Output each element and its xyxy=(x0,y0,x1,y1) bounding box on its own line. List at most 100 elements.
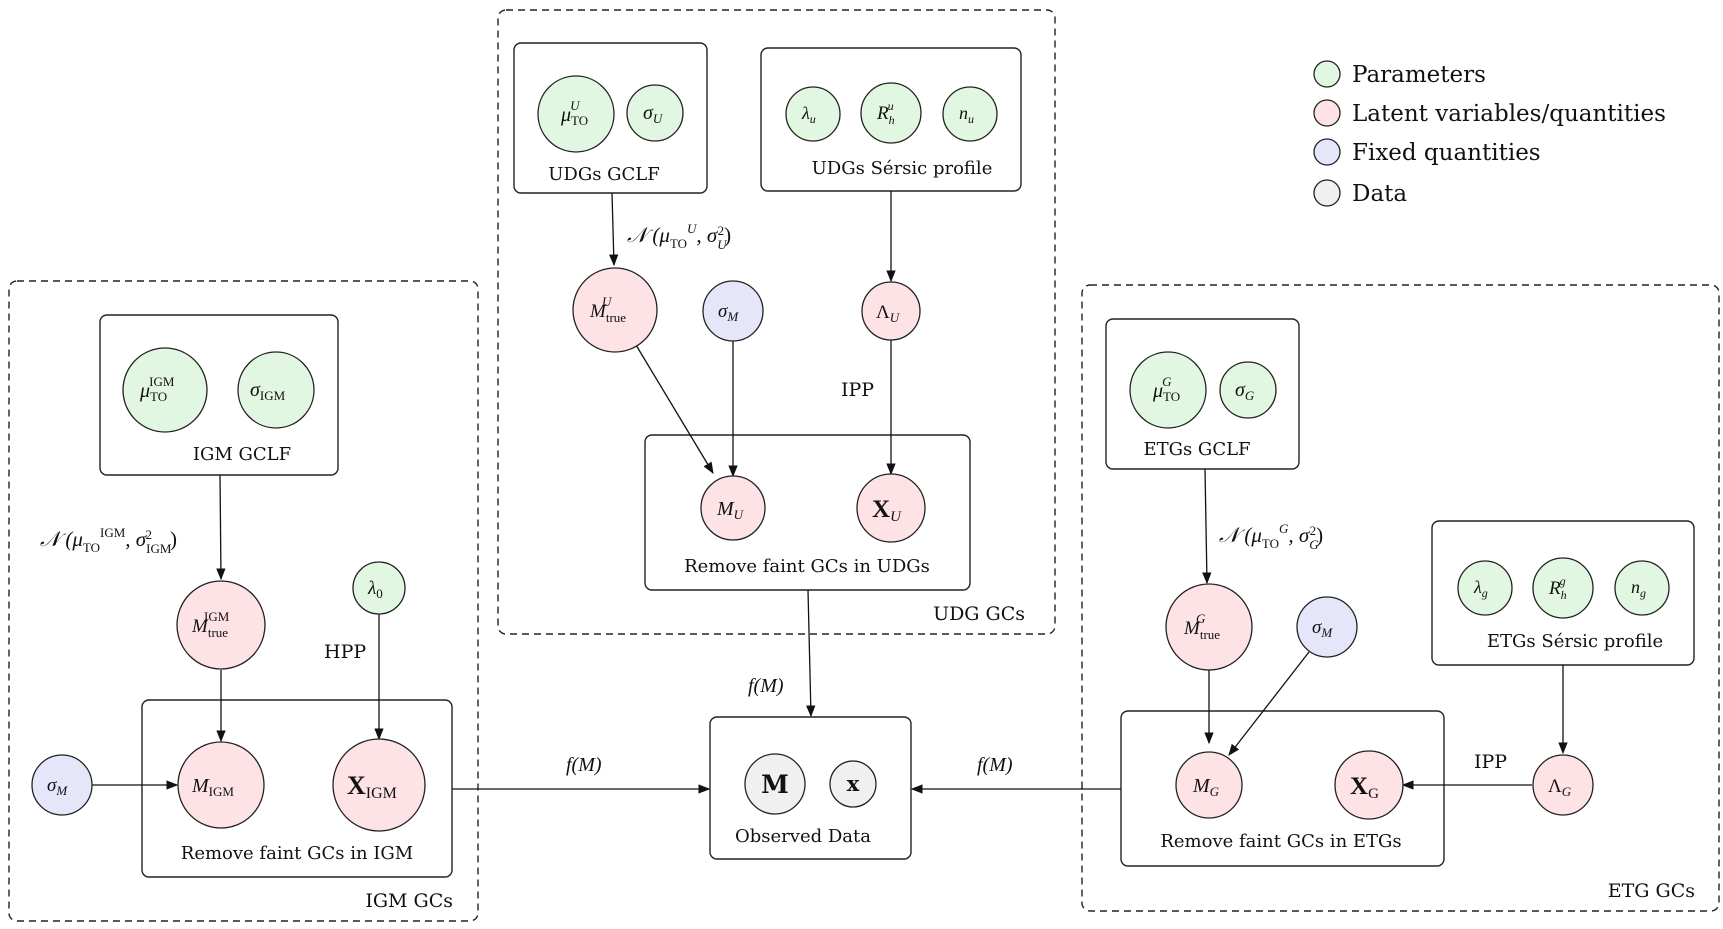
svg-text:ΛG: ΛG xyxy=(1548,776,1572,799)
legend-fixed-swatch xyxy=(1313,138,1341,166)
node-sigma-m-etg: σM xyxy=(1296,596,1358,658)
node-cap-lambda-g: ΛG xyxy=(1532,754,1594,816)
udgs-gclf-label: UDGs GCLF xyxy=(548,164,660,185)
node-mu-to-igm: μTOIGM xyxy=(122,347,208,433)
igm-group-label: IGM GCs xyxy=(365,890,453,912)
node-sigma-m-udg: σM xyxy=(702,280,764,342)
node-x-igm: XIGM xyxy=(332,738,426,832)
svg-text:nu: nu xyxy=(959,103,974,126)
node-x-g: XG xyxy=(1334,750,1404,820)
svg-text:MG: MG xyxy=(1192,775,1220,799)
edge-igm-gclf-to-mtrue xyxy=(216,474,226,581)
edge-label-ipp-udg: IPP xyxy=(841,379,874,401)
legend-latent-swatch xyxy=(1313,99,1341,127)
node-mu-to-u: μTOU xyxy=(537,75,615,153)
edge-label-hpp: HPP xyxy=(324,641,366,663)
legend-parameters-label: Parameters xyxy=(1352,62,1486,88)
node-m-u: MU xyxy=(700,475,766,541)
svg-text:ng: ng xyxy=(1631,577,1646,600)
udg-group-label: UDG GCs xyxy=(933,603,1025,625)
udgs-remove-label: Remove faint GCs in UDGs xyxy=(684,556,930,577)
node-sigma-g: σG xyxy=(1219,361,1277,419)
node-rh-g: Rhg xyxy=(1532,557,1594,619)
node-cap-lambda-u: ΛU xyxy=(861,281,921,341)
edge-etg-sigmam-to-mg xyxy=(1228,651,1310,756)
svg-text:XU: XU xyxy=(872,496,902,525)
etgs-gclf-box xyxy=(1105,318,1300,470)
svg-text:λ0: λ0 xyxy=(367,578,383,601)
node-mu-to-g: μTOG xyxy=(1129,351,1207,429)
legend: Parameters Latent variables/quantities F… xyxy=(1313,60,1666,207)
node-n-g: ng xyxy=(1614,560,1670,616)
etgs-remove-label: Remove faint GCs in ETGs xyxy=(1160,831,1401,852)
node-sigma-m-igm: σM xyxy=(31,754,93,816)
node-lambda-u: λu xyxy=(785,86,841,142)
udgs-gclf-box xyxy=(513,42,708,194)
legend-fixed-label: Fixed quantities xyxy=(1352,140,1541,166)
edge-etg-gclf-to-mtrue xyxy=(1202,468,1212,585)
edge-label-ipp-etg: IPP xyxy=(1474,751,1507,773)
svg-text:σM: σM xyxy=(47,775,68,798)
edge-udg-gclf-to-mtrue xyxy=(609,192,619,267)
node-lambda-g: λg xyxy=(1457,560,1513,616)
svg-text:σG: σG xyxy=(1235,379,1255,403)
udg-group-box xyxy=(497,9,1056,635)
node-x-u: XU xyxy=(856,473,926,543)
node-sigma-igm: σIGM xyxy=(237,351,315,429)
udgs-remove-box xyxy=(644,434,971,591)
node-rh-u: Rhu xyxy=(860,82,922,144)
udgs-sersic-label: UDGs Sérsic profile xyxy=(812,158,993,179)
node-m-true-igm: MtrueIGM xyxy=(176,580,266,670)
node-observed-m: M xyxy=(744,753,806,815)
igm-gclf-box xyxy=(99,314,339,476)
svg-text:MtrueU: MtrueU xyxy=(589,294,626,325)
edge-udg-remove-to-observed xyxy=(806,589,816,718)
igm-remove-label: Remove faint GCs in IGM xyxy=(181,843,413,864)
node-m-g: MG xyxy=(1175,751,1243,819)
svg-text:σM: σM xyxy=(1312,617,1333,640)
svg-text:μTOU: μTOU xyxy=(560,98,588,128)
edge-label-normal-igm: 𝒩 (μTOIGM, σIGM2) xyxy=(40,525,177,556)
node-n-u: nu xyxy=(942,86,998,142)
svg-text:MtrueG: MtrueG xyxy=(1183,611,1220,642)
svg-text:μTOG: μTOG xyxy=(1152,374,1180,404)
legend-data-swatch xyxy=(1313,179,1341,207)
svg-text:μTOIGM: μTOIGM xyxy=(139,374,175,404)
igm-gclf-label: IGM GCLF xyxy=(193,444,291,465)
observed-data-label: Observed Data xyxy=(735,826,871,847)
svg-text:ΛU: ΛU xyxy=(876,302,901,325)
edge-label-fm-etg: f(M) xyxy=(977,754,1013,776)
node-m-true-u: MtrueU xyxy=(572,267,658,353)
svg-text:λu: λu xyxy=(801,103,816,126)
legend-latent-label: Latent variables/quantities xyxy=(1352,101,1666,127)
svg-text:σM: σM xyxy=(718,301,739,324)
etg-group-box xyxy=(1081,284,1720,912)
svg-text:Rhg: Rhg xyxy=(1548,574,1567,602)
legend-parameter-swatch xyxy=(1313,60,1341,88)
etgs-sersic-label: ETGs Sérsic profile xyxy=(1487,631,1663,652)
svg-text:Rhu: Rhu xyxy=(876,99,895,127)
node-m-true-g: MtrueG xyxy=(1165,583,1253,671)
svg-text:MU: MU xyxy=(716,498,745,522)
legend-data-label: Data xyxy=(1352,181,1407,207)
node-sigma-u: σU xyxy=(626,84,684,142)
edge-label-fm-igm: f(M) xyxy=(566,754,602,776)
svg-text:XG: XG xyxy=(1350,773,1379,802)
node-m-igm: MIGM xyxy=(177,741,265,829)
svg-text:MIGM: MIGM xyxy=(191,775,234,799)
edge-udg-mtrue-to-mu xyxy=(635,344,714,475)
edge-label-normal-udg: 𝒩 (μTOU, σU2) xyxy=(627,221,731,252)
svg-text:σIGM: σIGM xyxy=(250,379,286,403)
svg-text:σU: σU xyxy=(643,102,664,126)
svg-text:M: M xyxy=(761,770,789,799)
node-observed-x: x xyxy=(829,760,877,808)
svg-text:λg: λg xyxy=(1473,577,1488,600)
svg-text:XIGM: XIGM xyxy=(347,771,397,802)
etgs-gclf-label: ETGs GCLF xyxy=(1143,439,1250,460)
svg-text:MtrueIGM: MtrueIGM xyxy=(191,609,230,640)
svg-text:x: x xyxy=(847,771,860,796)
edge-label-fm-udg: f(M) xyxy=(748,675,784,697)
edge-label-normal-etg: 𝒩 (μTOG, σG2) xyxy=(1219,521,1323,552)
node-lambda-0: λ0 xyxy=(352,561,406,615)
